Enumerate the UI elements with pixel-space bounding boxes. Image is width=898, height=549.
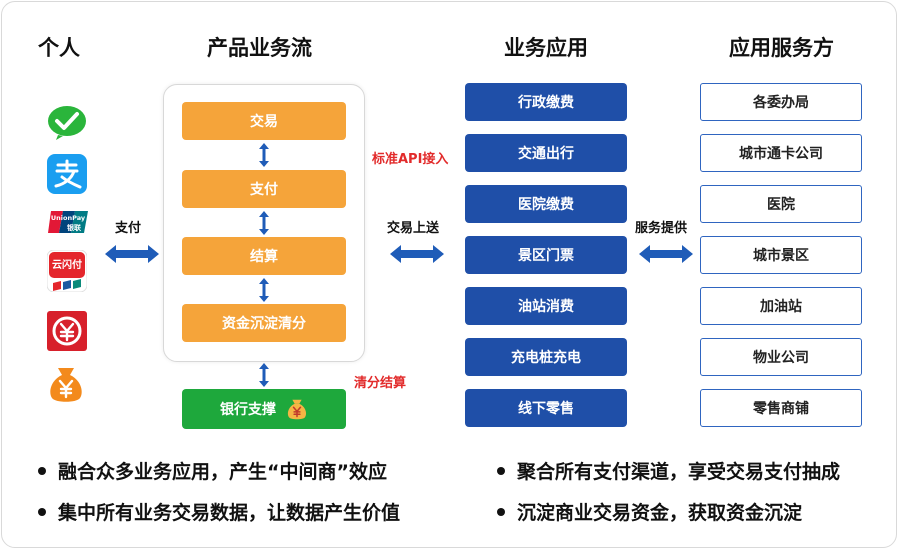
provider-property-company: 物业公司 [700, 338, 862, 376]
bullet-dot [38, 466, 46, 475]
flow-vertical-arrow [259, 278, 269, 302]
app-administrative-fee: 行政缴费 [465, 83, 627, 121]
heading-individual: 个人 [38, 36, 80, 60]
unionpay-text: UnionPay [51, 214, 86, 222]
pay-double-arrow [105, 245, 159, 263]
app-scenic-ticket: 景区门票 [465, 236, 627, 274]
bullet-text: 集中所有业务交易数据，让数据产生价值 [58, 502, 401, 524]
heading-business-apps: 业务应用 [504, 36, 588, 60]
money-bag-icon [287, 399, 307, 420]
heading-service-providers: 应用服务方 [729, 36, 834, 60]
yunshanfu-icon: 云闪付 [46, 249, 88, 293]
digital-rmb-icon [47, 311, 87, 351]
yunshanfu-text: 云闪付 [52, 258, 82, 271]
bullet-text: 聚合所有支付渠道，享受交易支付抽成 [517, 461, 841, 483]
money-bag-icon [47, 364, 85, 404]
heading-product-flow: 产品业务流 [207, 36, 312, 60]
clearing-settlement-label: 清分结算 [354, 376, 407, 391]
bullet-text: 融合众多业务应用，产生“中间商”效应 [58, 461, 387, 483]
wechat-pay-icon [46, 103, 88, 141]
api-access-label: 标准API接入 [372, 152, 449, 167]
service-double-arrow [639, 245, 693, 263]
bullet-item: 沉淀商业交易资金，获取资金沉淀 [497, 498, 802, 525]
provider-gas-station: 加油站 [700, 287, 862, 325]
service-provide-label: 服务提供 [635, 221, 688, 236]
unionpay-icon: UnionPay 银联 [48, 208, 88, 236]
bank-support-box: 银行支撑 [182, 389, 346, 429]
flow-step-transaction: 交易 [182, 102, 346, 140]
upload-double-arrow [390, 245, 444, 263]
app-gas-station: 油站消费 [465, 287, 627, 325]
bank-support-label: 银行支撑 [220, 402, 276, 418]
pay-label: 支付 [115, 221, 142, 236]
flow-step-fund-clearing: 资金沉淀清分 [182, 304, 346, 342]
app-ev-charging: 充电桩充电 [465, 338, 627, 376]
flow-vertical-arrow [259, 363, 269, 387]
bullet-item: 集中所有业务交易数据，让数据产生价值 [38, 498, 400, 525]
flow-step-settlement: 结算 [182, 237, 346, 275]
provider-retail-shops: 零售商铺 [700, 389, 862, 427]
provider-government-bureaus: 各委办局 [700, 83, 862, 121]
app-hospital-fee: 医院缴费 [465, 185, 627, 223]
bullet-dot [497, 507, 505, 516]
bullet-item: 聚合所有支付渠道，享受交易支付抽成 [497, 457, 840, 484]
bullet-dot [497, 466, 505, 475]
flow-vertical-arrow [259, 211, 269, 235]
bullet-dot [38, 507, 46, 516]
app-transportation: 交通出行 [465, 134, 627, 172]
provider-city-card-company: 城市通卡公司 [700, 134, 862, 172]
upload-label: 交易上送 [387, 221, 440, 236]
app-offline-retail: 线下零售 [465, 389, 627, 427]
unionpay-cn-text: 银联 [67, 223, 82, 232]
provider-city-scenic-area: 城市景区 [700, 236, 862, 274]
provider-hospital: 医院 [700, 185, 862, 223]
flow-step-payment: 支付 [182, 170, 346, 208]
bullet-text: 沉淀商业交易资金，获取资金沉淀 [517, 502, 803, 524]
bullet-item: 融合众多业务应用，产生“中间商”效应 [38, 457, 387, 484]
flow-vertical-arrow [259, 143, 269, 167]
alipay-icon [47, 154, 87, 194]
